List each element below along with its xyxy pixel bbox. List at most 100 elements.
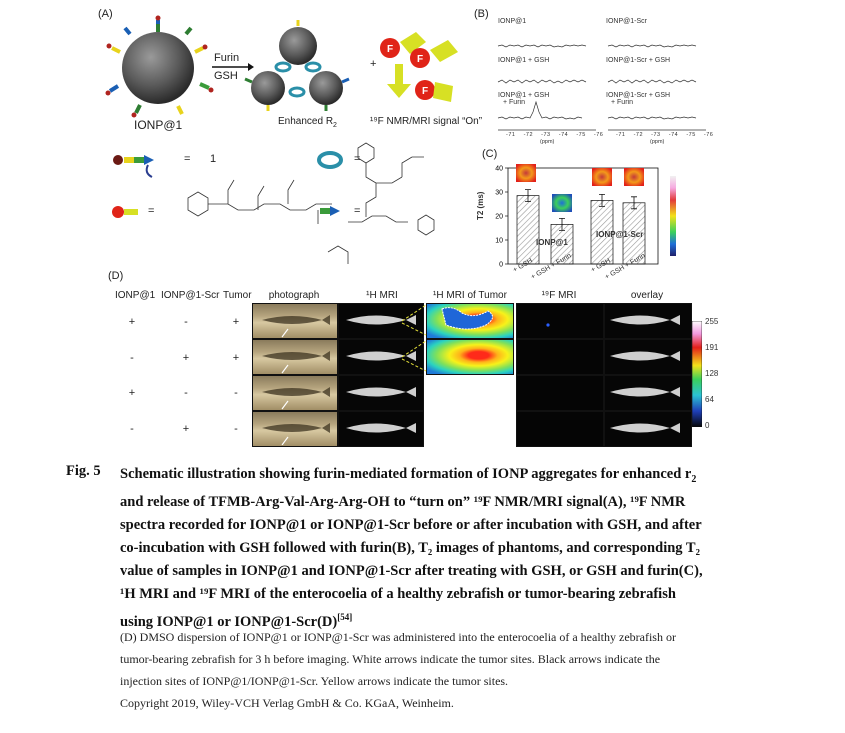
svg-text:F: F (387, 44, 393, 55)
col-header-h-mri: ¹H MRI (366, 290, 398, 301)
error-bar-3 (599, 194, 605, 207)
mri-colorscale (692, 321, 702, 427)
h-mri-tumor-row2 (426, 339, 514, 375)
caption-line-1: Schematic illustration showing furin-med… (120, 463, 800, 491)
spectrum-label-2: IONP@1-Scr (606, 18, 647, 25)
tick-r6: -76 (703, 132, 714, 138)
legend-structures-graphic (112, 142, 435, 264)
nmr-unit-left: (ppm) (540, 139, 555, 145)
spectrum-label-4: IONP@1-Scr + GSH (606, 57, 671, 64)
row1-tumor: + (232, 316, 240, 328)
phantom-colorbar (670, 176, 676, 256)
scale-128: 128 (705, 369, 719, 378)
tick-l4: -74 (558, 132, 569, 138)
row3-ionp: + (128, 387, 136, 399)
col-header-scr: IONP@1-Scr (161, 290, 220, 301)
spectrum-label-6-extra: + Furin (611, 99, 633, 106)
tick-r2: -72 (633, 132, 644, 138)
y-tick-label-30: 30 (495, 190, 503, 197)
tick-r4: -74 (668, 132, 679, 138)
row4-ionp: - (130, 423, 134, 435)
gsh-label: GSH (214, 70, 238, 82)
caption-line-7-text: using IONP@1 or IONP@1-Scr(D) (120, 613, 338, 630)
caption-line-6: ¹H MRI and ¹⁹F MRI of the enterocoelia o… (120, 585, 676, 602)
spectrum-label-1: IONP@1 (498, 18, 527, 25)
ionp-particle-icon (105, 15, 214, 118)
figure-note: (D) DMSO dispersion of IONP@1 or IONP@1-… (120, 626, 800, 692)
tick-l2: -72 (523, 132, 534, 138)
c-group2: IONP@1-Scr (596, 230, 644, 239)
f-mri-row2 (516, 339, 604, 375)
row3-tumor: - (234, 387, 238, 399)
error-bar-1 (525, 189, 531, 202)
row2-scr: + (182, 352, 190, 364)
c-group1: IONP@1 (536, 238, 568, 247)
svg-text:F: F (417, 54, 423, 65)
eq1: = (184, 153, 191, 165)
error-bar-4 (631, 196, 637, 210)
caption-line-5: value of samples in IONP@1 and IONP@1-Sc… (120, 562, 703, 579)
row4-scr: + (182, 423, 190, 435)
tick-r1: -71 (616, 132, 626, 138)
panel-d-label: (D) (108, 270, 124, 282)
tick-l3: -73 (541, 132, 551, 138)
tumor-region-outline (441, 307, 493, 330)
nmr-ticks-left: -71 -72 -73 -74 -75 -76 (506, 132, 603, 138)
spectrum-label-5-extra: + Furin (503, 99, 525, 106)
tick-l1: -71 (506, 132, 516, 138)
tick-r5: -75 (686, 132, 696, 138)
eq2: = (354, 153, 361, 165)
phantom-image-1 (516, 164, 536, 182)
error-bar-2 (559, 218, 565, 231)
col-header-f-mri: ¹⁹F MRI (541, 290, 577, 301)
caption-line-7: using IONP@1 or IONP@1-Scr(D)[54] (120, 606, 800, 634)
row1-scr: - (184, 316, 188, 328)
nmr-spectra-graphic (497, 44, 706, 131)
nmr-unit-right: (ppm) (650, 139, 665, 145)
phantom-image-3 (592, 168, 612, 186)
row3-scr: - (184, 387, 188, 399)
fish-silhouettes-graphic (262, 304, 680, 445)
note-line-2: tumor-bearing zebrafish for 3 h before i… (120, 652, 661, 666)
scale-255: 255 (705, 317, 719, 326)
caption-line-1-sub: 2 (691, 473, 697, 485)
caption-ref: [54] (337, 611, 353, 622)
f-mri-row1 (516, 303, 604, 339)
col-header-ionp: IONP@1 (115, 290, 156, 301)
nmr-ticks-right: -71 -72 -73 -74 -75 -76 (616, 132, 713, 138)
f-mri-row3 (516, 375, 604, 411)
panel-a-label: (A) (98, 8, 113, 20)
figure-caption: Schematic illustration showing furin-med… (120, 463, 800, 634)
y-tick-label-40: 40 (495, 166, 503, 173)
row4-tumor: - (234, 423, 238, 435)
row2-ionp: - (130, 352, 134, 364)
enhanced-text: Enhanced R (278, 116, 334, 127)
tick-l6: -76 (593, 132, 604, 138)
scale-0: 0 (705, 421, 710, 430)
scale-64: 64 (705, 395, 714, 404)
phantom-image-2 (552, 194, 572, 212)
c-ylabel: T2 (ms) (476, 191, 485, 220)
fluorine-tag-icon: F F F (380, 32, 458, 102)
copyright-line: Copyright 2019, Wiley-VCH Verlag GmbH & … (120, 696, 454, 710)
col-header-h-mri-tumor: ¹H MRI of Tumor (433, 290, 507, 301)
caption-line-2: and release of TFMB-Arg-Val-Arg-Arg-OH t… (120, 493, 686, 510)
enhanced-label: Enhanced R2 (278, 116, 337, 129)
f-mri-row4 (516, 411, 604, 447)
enhanced-sub: 2 (333, 122, 337, 129)
panel-b-label: (B) (474, 8, 489, 20)
note-line-3: injection sites of IONP@1/IONP@1-Scr. Ye… (120, 674, 509, 688)
scale-191: 191 (705, 343, 719, 352)
spectrum-label-3: IONP@1 + GSH (498, 57, 550, 64)
col-header-tumor: Tumor (223, 290, 252, 301)
y-tick-label-10: 10 (495, 238, 503, 245)
note-line-1: (D) DMSO dispersion of IONP@1 or IONP@1-… (120, 630, 676, 644)
y-tick-label-0: 0 (499, 262, 503, 269)
caption-line-3: spectra recorded for IONP@1 or IONP@1-Sc… (120, 516, 702, 533)
col-header-overlay: overlay (630, 290, 664, 301)
col-header-photo: photograph (268, 290, 320, 301)
panel-a-scheme-graphic: F F F (105, 15, 458, 118)
bar-1 (516, 195, 540, 265)
caption-line-4: co-incubation with GSH followed with fur… (120, 539, 700, 556)
